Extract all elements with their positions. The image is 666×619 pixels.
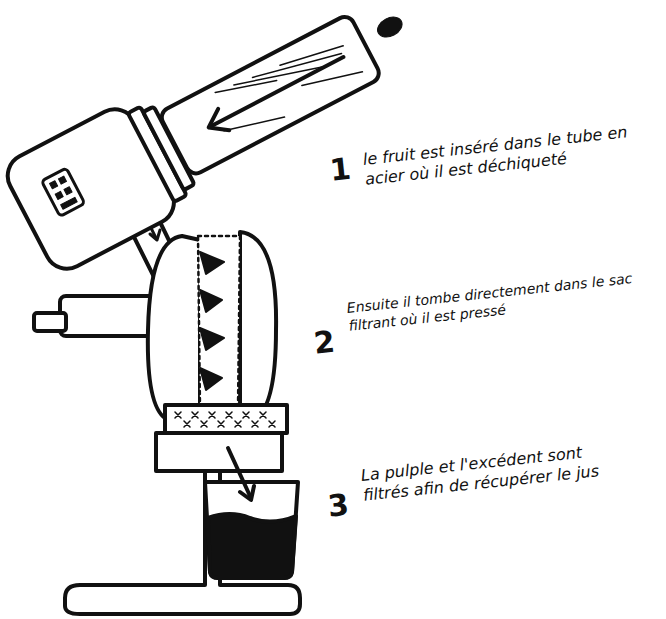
callout-number: 3: [326, 486, 351, 525]
callout-number: 1: [328, 150, 353, 189]
control-panel: [41, 168, 84, 216]
handle: [60, 296, 155, 336]
step-note: Ensuite il tombe directement dans le sac…: [346, 267, 660, 334]
juice: [208, 514, 296, 578]
insert-arrow: [210, 57, 343, 126]
step-note: le fruit est inséré dans le tube en acie…: [362, 120, 650, 190]
filter-bag: [198, 236, 240, 408]
right-press-plate: [240, 232, 276, 420]
juice-cup: [205, 482, 298, 578]
handle-knob: [34, 313, 66, 331]
collector: [156, 433, 282, 471]
stand: [65, 470, 300, 614]
step-note: La pulple et l'excédent sont filtrés afi…: [360, 438, 633, 506]
mesh-filter: [165, 405, 287, 433]
fruit: [374, 13, 405, 41]
callout-number: 2: [312, 323, 337, 362]
flow-arrow: [228, 448, 250, 496]
left-press-plate: [148, 236, 200, 420]
